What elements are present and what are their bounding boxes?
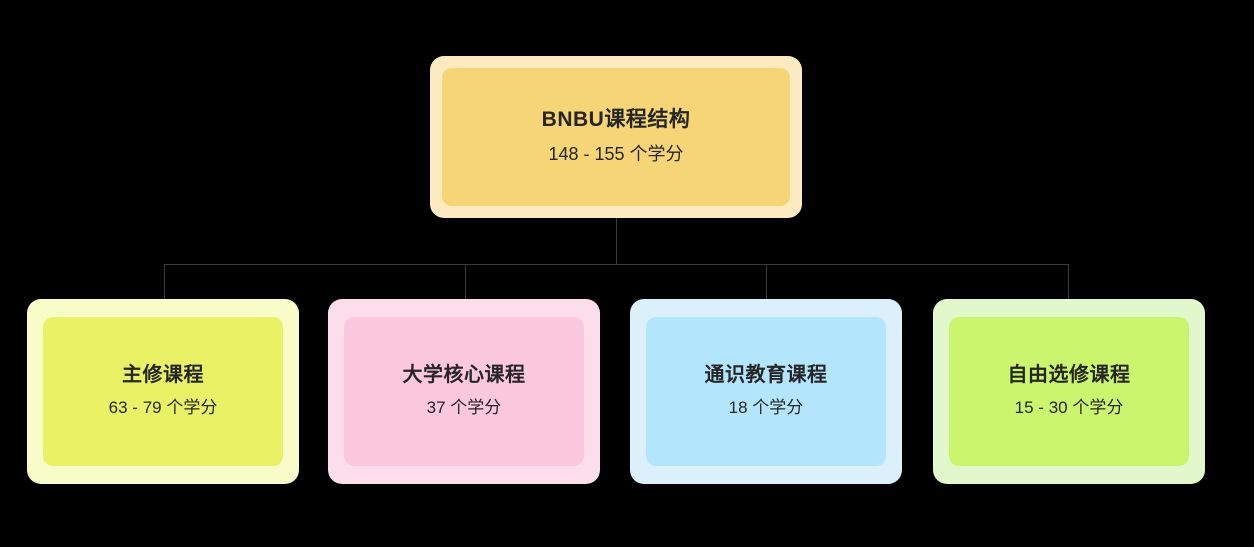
node-elective-subtitle: 15 - 30 个学分 <box>1014 398 1124 418</box>
node-elective-title: 自由选修课程 <box>1007 364 1131 387</box>
node-core-body: 大学核心课程 37 个学分 <box>344 317 584 466</box>
node-core-subtitle: 37 个学分 <box>426 398 502 418</box>
node-core-title: 大学核心课程 <box>402 364 526 387</box>
node-major-courses[interactable]: 主修课程 63 - 79 个学分 <box>27 299 299 484</box>
node-major-subtitle: 63 - 79 个学分 <box>108 398 218 418</box>
connector-drop-major <box>164 264 165 300</box>
node-free-elective-courses[interactable]: 自由选修课程 15 - 30 个学分 <box>933 299 1205 484</box>
node-major-body: 主修课程 63 - 79 个学分 <box>43 317 283 466</box>
node-root-title: BNBU课程结构 <box>541 108 691 132</box>
node-major-title: 主修课程 <box>122 364 204 387</box>
node-general-subtitle: 18 个学分 <box>728 398 804 418</box>
node-general-body: 通识教育课程 18 个学分 <box>646 317 886 466</box>
node-root-subtitle: 148 - 155 个学分 <box>548 144 684 165</box>
node-general-education-courses[interactable]: 通识教育课程 18 个学分 <box>630 299 902 484</box>
node-root-curriculum[interactable]: BNBU课程结构 148 - 155 个学分 <box>430 56 802 218</box>
connector-horizontal-bus <box>164 264 1069 265</box>
connector-root-stem <box>616 218 617 264</box>
node-root-body: BNBU课程结构 148 - 155 个学分 <box>442 68 790 206</box>
connector-drop-core <box>465 264 466 300</box>
node-core-courses[interactable]: 大学核心课程 37 个学分 <box>328 299 600 484</box>
node-general-title: 通识教育课程 <box>704 364 828 387</box>
connector-drop-general <box>766 264 767 300</box>
connector-drop-elective <box>1068 264 1069 300</box>
node-elective-body: 自由选修课程 15 - 30 个学分 <box>949 317 1189 466</box>
